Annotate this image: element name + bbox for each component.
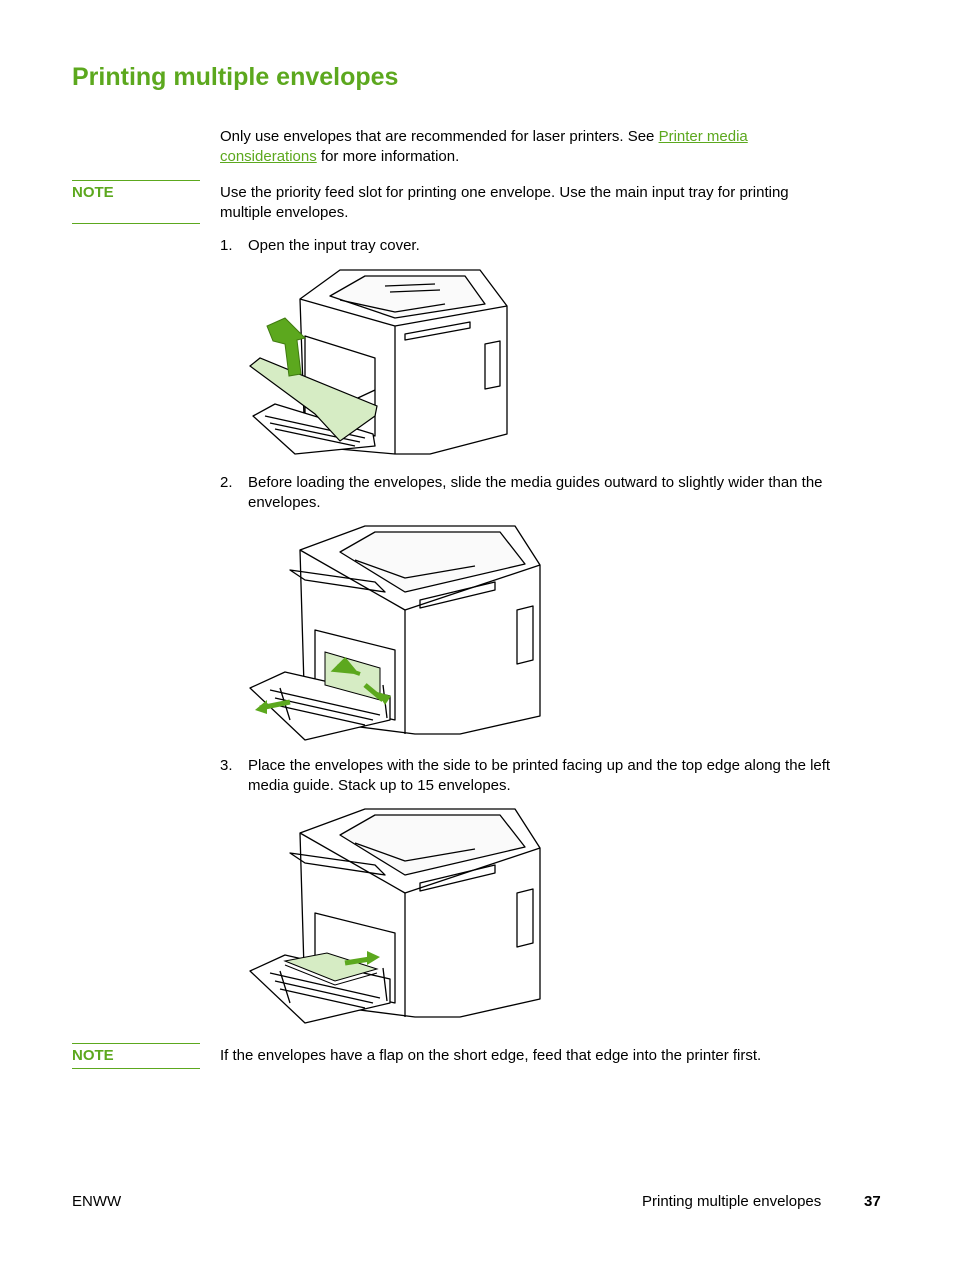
printer-media-link[interactable]: Printer media [658, 128, 748, 145]
step-3-line1: Place the envelopes with the side to be … [248, 757, 831, 774]
note-text-1: Use the priority feed slot for printing … [220, 183, 870, 222]
considerations-link[interactable]: considerations [220, 147, 317, 165]
note-label-1: NOTE [72, 180, 200, 224]
printer-illustration-slide-guides [249, 525, 541, 741]
page-title: Printing multiple envelopes [72, 63, 399, 91]
note-label-2: NOTE [72, 1043, 200, 1069]
intro-text-end: for more information. [316, 147, 460, 165]
step-2-text: Before loading the envelopes, slide the … [248, 473, 878, 512]
footer-left: ENWW [72, 1193, 122, 1210]
page-number: 37 [864, 1193, 881, 1210]
intro-paragraph: Only use envelopes that are recommended … [220, 127, 860, 166]
step-3-text: Place the envelopes with the side to be … [248, 756, 878, 795]
printer-illustration-load-envelopes [249, 808, 541, 1024]
intro-text: Only use envelopes that are recommended … [220, 128, 659, 145]
step-1-number: 1. [220, 237, 233, 254]
step-2-line2: envelopes. [248, 493, 321, 511]
step-3-number: 3. [220, 757, 233, 774]
note-text-2: If the envelopes have a flap on the shor… [220, 1047, 762, 1064]
footer-section-title: Printing multiple envelopes [642, 1193, 822, 1210]
step-1-text: Open the input tray cover. [248, 237, 420, 254]
note-text-1-line2: multiple envelopes. [220, 203, 349, 221]
printer-illustration-open-cover [249, 269, 508, 455]
step-2-number: 2. [220, 474, 233, 491]
step-2-line1: Before loading the envelopes, slide the … [248, 474, 823, 491]
note-text-1-line1: Use the priority feed slot for printing … [220, 184, 789, 201]
step-3-line2: media guide. Stack up to 15 envelopes. [248, 776, 511, 794]
